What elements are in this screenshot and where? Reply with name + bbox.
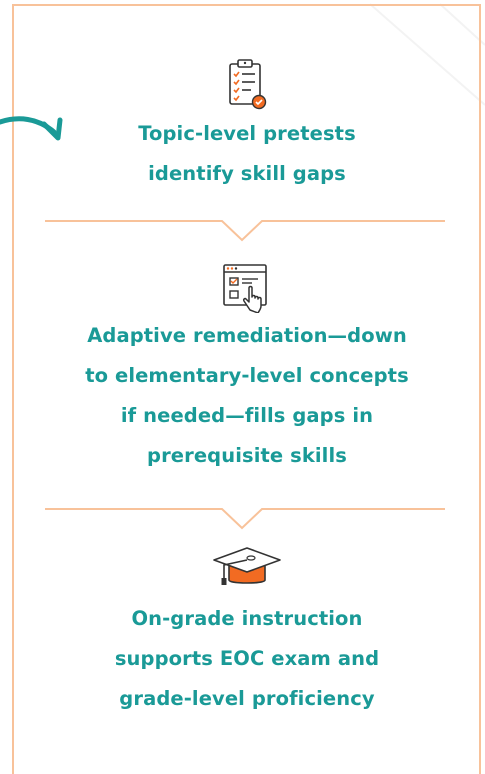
step-instruction: On-grade instruction supports EOC exam a… [14, 545, 480, 719]
clipboard-checklist-icon [229, 59, 267, 110]
section-divider [45, 508, 445, 530]
step-remediation-text: Adaptive remediation—down to elementary-… [85, 324, 409, 467]
step-instruction-text: On-grade instruction supports EOC exam a… [114, 607, 380, 710]
curved-arrow-icon [0, 116, 63, 141]
step-remediation: Adaptive remediation—down to elementary-… [14, 263, 480, 476]
content-frame [12, 4, 481, 774]
graduation-cap-icon [213, 547, 281, 585]
section-divider [45, 220, 445, 242]
browser-checklist-hand-icon [223, 264, 267, 313]
step-pretests-text: Topic-level pretests identify skill gaps [138, 122, 356, 185]
step-pretests: Topic-level pretests identify skill gaps [14, 58, 480, 194]
